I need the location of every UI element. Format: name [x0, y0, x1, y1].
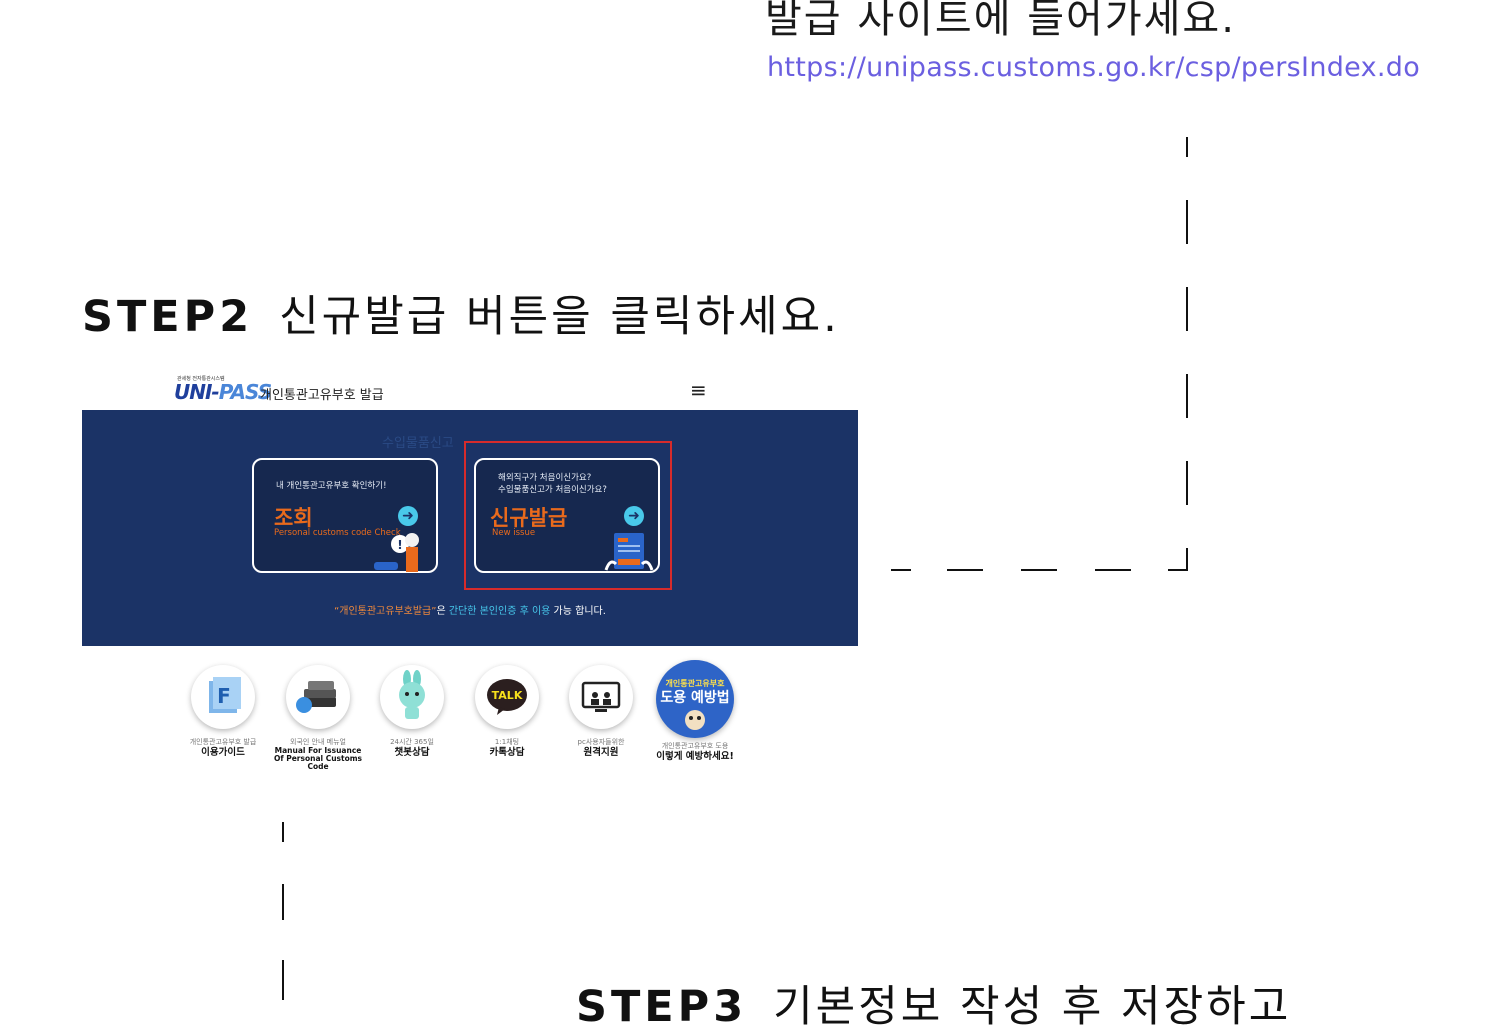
svg-text:개인통관고유부호: 개인통관고유부호 — [666, 678, 726, 688]
arrow-right-icon: ➜ — [624, 506, 644, 526]
new-issue-card-button[interactable]: 해외직구가 처음이신가요? 수입물품신고가 처음이신가요? 신규발급 New i… — [474, 458, 660, 573]
foreigner-manual-button[interactable]: 외국인 안내 메뉴얼 Manual For Issuance Of Person… — [270, 665, 366, 771]
manual-books-icon — [286, 665, 350, 729]
svg-text:!: ! — [397, 538, 402, 552]
svg-text:도용 예방법: 도용 예방법 — [660, 689, 729, 706]
top-instruction: 발급 사이트에 들어가세요. — [765, 0, 1236, 42]
step3-text: 기본정보 작성 후 저장하고 — [773, 982, 1292, 1032]
new-card-title: 신규발급 — [490, 506, 568, 530]
new-card-subtext-2: 수입물품신고가 처음이신가요? — [498, 485, 607, 495]
kakaotalk-icon: TALK — [475, 665, 539, 729]
check-card-button[interactable]: 내 개인통관고유부호 확인하기! 조회 Personal customs cod… — [252, 458, 438, 573]
guide-book-icon: F — [191, 665, 255, 729]
step2-number: STEP2 — [82, 292, 254, 342]
usage-guide-button[interactable]: F 개인통관고유부호 발급 이용가이드 — [175, 665, 271, 758]
check-card-subtitle: Personal customs code Check — [274, 528, 401, 538]
hero-panel: 수입물품신고 내 개인통관고유부호 확인하기! 조회 Personal cust… — [82, 410, 858, 646]
chatbot-mascot-icon — [380, 665, 444, 729]
identity-theft-prevention-button[interactable]: 개인통관고유부호 도용 예방법 개인통관고유부호 도용 이렇게 예방하세요! — [647, 660, 743, 762]
check-card-subtext: 내 개인통관고유부호 확인하기! — [276, 481, 387, 491]
svg-text:F: F — [217, 684, 231, 708]
hero-notice: “개인통관고유부호발급”은 간단한 본인인증 후 이용 가능 합니다. — [334, 606, 606, 617]
svg-text:TALK: TALK — [492, 689, 523, 702]
step3-number: STEP3 — [576, 982, 748, 1032]
remote-support-button[interactable]: pc사용자들위한 원격지원 — [553, 665, 649, 758]
unipass-url-link[interactable]: https://unipass.customs.go.kr/csp/persIn… — [767, 52, 1421, 83]
check-card-title: 조회 — [274, 506, 313, 530]
magnifier-person-icon: ! — [374, 533, 419, 572]
step3-heading: STEP3 기본정보 작성 후 저장하고 — [576, 972, 1291, 1034]
unipass-logo[interactable]: UNI-PASS — [174, 380, 272, 404]
step2-heading: STEP2 신규발급 버튼을 클릭하세요. — [82, 282, 840, 344]
remote-monitor-icon — [569, 665, 633, 729]
prevention-badge-icon: 개인통관고유부호 도용 예방법 — [656, 660, 734, 738]
arrow-right-icon: ➜ — [398, 506, 418, 526]
logo-caption: 관세청 전자통관시스템 — [177, 376, 225, 382]
step2-text: 신규발급 버튼을 클릭하세요. — [279, 292, 840, 342]
unipass-header: 관세청 전자통관시스템 UNI-PASS 개인통관고유부호 발급 ≡ — [82, 370, 858, 410]
header-title: 개인통관고유부호 발급 — [260, 388, 384, 403]
new-card-subtitle: New issue — [492, 528, 536, 538]
new-issue-highlight-box — [464, 441, 672, 590]
chatbot-button[interactable]: 24시간 365일 챗봇상담 — [364, 665, 460, 758]
menu-icon[interactable]: ≡ — [690, 378, 707, 402]
document-hands-icon — [604, 533, 654, 571]
background-ghost-text: 수입물품신고 — [382, 436, 454, 451]
new-card-subtext-1: 해외직구가 처음이신가요? — [498, 473, 592, 483]
kakaotalk-button[interactable]: TALK 1:1채팅 카톡상담 — [459, 665, 555, 758]
